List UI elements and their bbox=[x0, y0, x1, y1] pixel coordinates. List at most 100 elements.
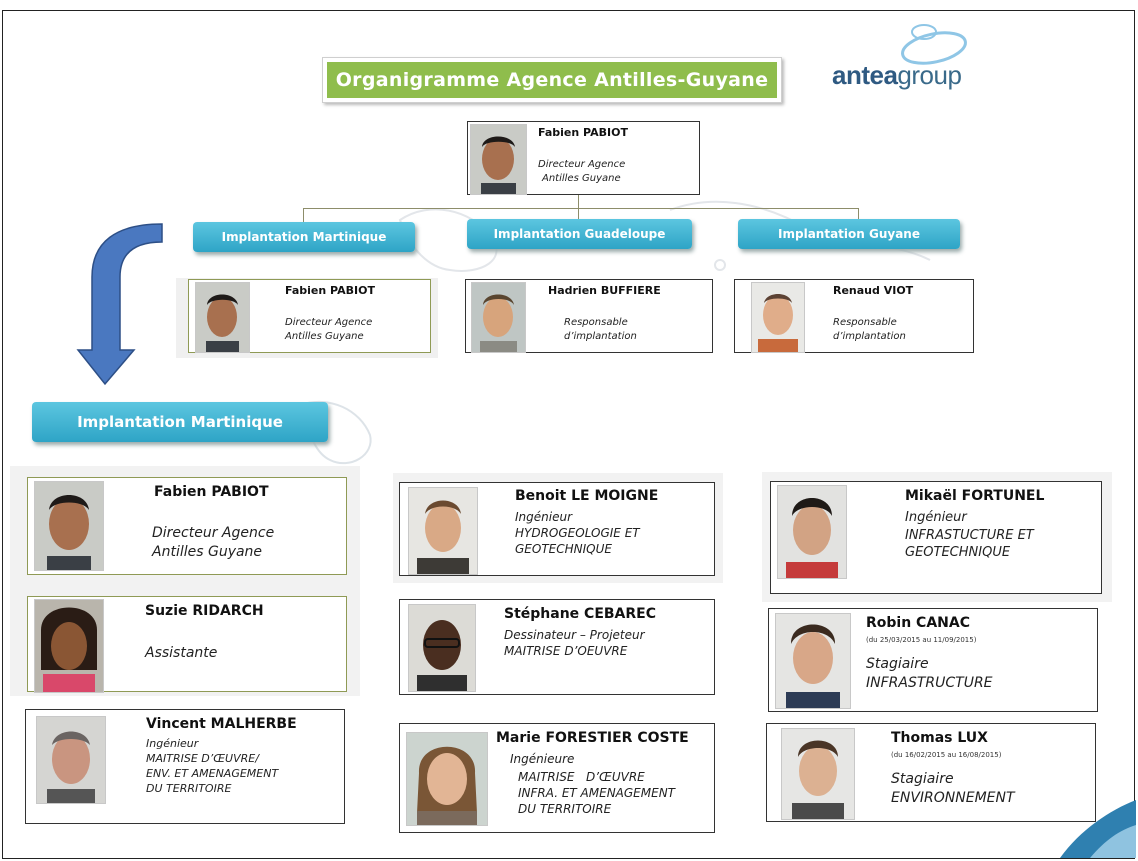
staff-role-lemoigne: Ingénieur HYDROGEOLOGIE ET GEOTECHNIQUE bbox=[515, 509, 640, 558]
leader-photo-martinique bbox=[195, 282, 250, 353]
martinique-map-shape bbox=[298, 400, 372, 465]
staff-name-malherbe: Vincent MALHERBE bbox=[146, 716, 297, 732]
staff-name-canac: Robin CANAC bbox=[866, 615, 970, 631]
staff-photo-canac bbox=[775, 613, 851, 709]
staff-role-lemoigne-line-1: Ingénieur bbox=[515, 510, 573, 524]
staff-role-malherbe-line-3: ENV. ET AMENAGEMENT bbox=[146, 766, 279, 780]
staff-card-malherbe: Vincent MALHERBE Ingénieur MAITRISE D’ŒU… bbox=[25, 709, 345, 824]
connector-middle bbox=[578, 208, 579, 222]
staff-name-pabiot: Fabien PABIOT bbox=[154, 484, 269, 500]
director-role-line-1: Directeur Agence bbox=[538, 159, 626, 170]
connector-left bbox=[303, 208, 304, 222]
down-arrow-icon bbox=[76, 223, 163, 386]
staff-role-malherbe: Ingénieur MAITRISE D’ŒUVRE/ ENV. ET AMEN… bbox=[146, 737, 278, 796]
title-banner: Organigramme Agence Antilles-Guyane bbox=[322, 57, 782, 103]
staff-role-forestier-line-1: Ingénieure bbox=[510, 752, 575, 766]
leader-card-guyane: Renaud VIOT Responsable d’implantation bbox=[734, 279, 974, 353]
staff-card-pabiot: Fabien PABIOT Directeur Agence Antilles … bbox=[27, 477, 347, 575]
leader-photo-guyane bbox=[751, 282, 805, 353]
leader-name-martinique: Fabien PABIOT bbox=[285, 284, 375, 297]
logo-text-group: group bbox=[897, 60, 962, 90]
staff-photo-ridarch bbox=[34, 599, 104, 693]
staff-photo-pabiot bbox=[34, 481, 104, 571]
antea-group-logo: anteagroup bbox=[832, 18, 972, 98]
staff-role-malherbe-line-4: DU TERRITOIRE bbox=[146, 781, 232, 795]
staff-card-lux: Thomas LUX (du 16/02/2015 au 16/08/2015)… bbox=[766, 723, 1096, 822]
leader-role-guadeloupe-line-2: d’implantation bbox=[564, 330, 637, 342]
staff-role-canac-line-2: INFRASTRUCTURE bbox=[866, 674, 993, 691]
leader-role-guadeloupe-line-1: Responsable bbox=[564, 317, 628, 328]
connector-horizontal bbox=[303, 208, 859, 209]
staff-role-forestier-detail: MAITRISE D’ŒUVRE INFRA. ET AMENAGEMENT D… bbox=[518, 769, 675, 818]
corner-swoosh bbox=[1060, 800, 1136, 858]
staff-name-cebarec: Stéphane CEBAREC bbox=[504, 606, 657, 622]
leader-role-guyane-line-2: d’implantation bbox=[833, 330, 906, 342]
staff-role-lux-line-1: Stagiaire bbox=[891, 771, 954, 787]
staff-name-forestier: Marie FORESTIER COSTE bbox=[496, 730, 689, 746]
staff-role-pabiot: Directeur Agence Antilles Guyane bbox=[152, 524, 274, 562]
leader-role-martinique-line-1: Directeur Agence bbox=[285, 317, 373, 328]
connector-right bbox=[858, 208, 859, 222]
staff-role-lux: Stagiaire ENVIRONNEMENT bbox=[891, 770, 1015, 808]
staff-name-lemoigne: Benoit LE MOIGNE bbox=[515, 488, 659, 504]
staff-role-lemoigne-line-3: GEOTECHNIQUE bbox=[515, 542, 612, 557]
staff-role-malherbe-line-2: MAITRISE D’ŒUVRE/ bbox=[146, 751, 259, 765]
staff-card-fortunel: Mikaël FORTUNEL Ingénieur INFRASTUCTURE … bbox=[770, 481, 1102, 594]
director-photo bbox=[470, 124, 527, 195]
leader-role-guadeloupe: Responsable d’implantation bbox=[564, 316, 637, 343]
director-role-line-2: Antilles Guyane bbox=[542, 172, 621, 184]
staff-role-ridarch-line-1: Assistante bbox=[145, 645, 218, 661]
staff-photo-malherbe bbox=[36, 716, 106, 804]
staff-role-forestier-line-4: DU TERRITOIRE bbox=[518, 802, 612, 817]
logo-text-antea: antea bbox=[832, 60, 898, 90]
staff-role-fortunel-line-1: Ingénieur bbox=[905, 510, 967, 525]
staff-role-canac: Stagiaire INFRASTRUCTURE bbox=[866, 655, 993, 693]
staff-role-lemoigne-line-2: HYDROGEOLOGIE ET bbox=[515, 526, 640, 541]
director-card: Fabien PABIOT Directeur Agence Antilles … bbox=[467, 121, 700, 195]
leader-name-guadeloupe: Hadrien BUFFIERE bbox=[548, 284, 661, 297]
connector-vertical-top bbox=[578, 195, 579, 209]
staff-role-fortunel: Ingénieur INFRASTUCTURE ET GEOTECHNIQUE bbox=[905, 509, 1034, 562]
leader-role-martinique-line-2: Antilles Guyane bbox=[285, 330, 364, 342]
staff-role-fortunel-line-3: GEOTECHNIQUE bbox=[905, 545, 1011, 561]
implantation-pill-martinique: Implantation Martinique bbox=[193, 222, 415, 252]
implantation-pill-guadeloupe: Implantation Guadeloupe bbox=[467, 219, 692, 249]
staff-name-lux: Thomas LUX bbox=[891, 730, 988, 746]
staff-photo-lux bbox=[781, 728, 855, 820]
page-title: Organigramme Agence Antilles-Guyane bbox=[327, 62, 777, 98]
staff-name-fortunel: Mikaël FORTUNEL bbox=[905, 488, 1045, 504]
staff-dates-canac: (du 25/03/2015 au 11/09/2015) bbox=[866, 636, 977, 644]
staff-card-cebarec: Stéphane CEBAREC Dessinateur – Projeteur… bbox=[399, 599, 715, 695]
logo-swirl-icon bbox=[901, 24, 967, 65]
staff-name-ridarch: Suzie RIDARCH bbox=[145, 603, 264, 619]
staff-role-pabiot-line-2: Antilles Guyane bbox=[152, 543, 263, 560]
implantation-pill-guyane: Implantation Guyane bbox=[738, 219, 960, 249]
staff-role-cebarec-line-2: MAITRISE D’OEUVRE bbox=[504, 644, 628, 659]
staff-photo-cebarec bbox=[408, 604, 476, 692]
staff-card-forestier: Marie FORESTIER COSTE Ingénieure MAITRIS… bbox=[399, 723, 715, 833]
staff-role-forestier-line-3: INFRA. ET AMENAGEMENT bbox=[518, 786, 675, 801]
staff-role-malherbe-line-1: Ingénieur bbox=[146, 737, 199, 750]
director-name: Fabien PABIOT bbox=[538, 126, 628, 139]
leader-card-martinique: Fabien PABIOT Directeur Agence Antilles … bbox=[188, 279, 431, 353]
staff-photo-fortunel bbox=[777, 485, 847, 579]
staff-card-lemoigne: Benoit LE MOIGNE Ingénieur HYDROGEOLOGIE… bbox=[399, 482, 715, 576]
leader-photo-guadeloupe bbox=[471, 282, 526, 353]
leader-role-martinique: Directeur Agence Antilles Guyane bbox=[285, 316, 372, 343]
staff-role-lux-line-2: ENVIRONNEMENT bbox=[891, 789, 1015, 806]
staff-role-forestier-line-2: MAITRISE D’ŒUVRE bbox=[518, 770, 645, 784]
staff-role-cebarec-line-1: Dessinateur – Projeteur bbox=[504, 628, 645, 642]
staff-role-canac-line-1: Stagiaire bbox=[866, 656, 929, 672]
staff-role-fortunel-line-2: INFRASTUCTURE ET bbox=[905, 527, 1034, 543]
staff-role-cebarec: Dessinateur – Projeteur MAITRISE D’OEUVR… bbox=[504, 627, 645, 659]
section-pill-martinique: Implantation Martinique bbox=[32, 402, 328, 442]
staff-dates-lux: (du 16/02/2015 au 16/08/2015) bbox=[891, 751, 1002, 759]
staff-card-canac: Robin CANAC (du 25/03/2015 au 11/09/2015… bbox=[768, 608, 1098, 712]
staff-role-forestier: Ingénieure bbox=[510, 751, 574, 767]
leader-card-guadeloupe: Hadrien BUFFIERE Responsable d’implantat… bbox=[465, 279, 713, 353]
leader-role-guyane-line-1: Responsable bbox=[833, 317, 897, 328]
staff-card-ridarch: Suzie RIDARCH Assistante bbox=[27, 596, 347, 693]
staff-role-ridarch: Assistante bbox=[145, 644, 217, 663]
staff-role-pabiot-line-1: Directeur Agence bbox=[152, 525, 275, 541]
director-role: Directeur Agence Antilles Guyane bbox=[538, 158, 625, 185]
